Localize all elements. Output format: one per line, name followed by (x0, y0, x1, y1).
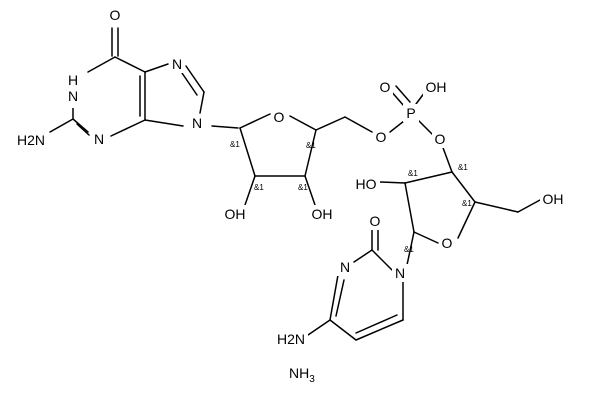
bond-oh (304, 175, 316, 206)
bond (315, 116, 346, 131)
bond-nh2 (307, 319, 331, 336)
bond (517, 199, 541, 213)
atom-oh-p: OH (426, 79, 447, 95)
bond (239, 113, 271, 129)
bond (389, 120, 405, 133)
atom-o-ring-left: O (274, 109, 285, 125)
atom-n3: N (94, 131, 104, 147)
bond (239, 127, 256, 177)
bond-double (76, 123, 90, 136)
bond (457, 201, 476, 239)
stereo-mark: &1 (458, 163, 468, 172)
atom-h-on-n1: H (68, 72, 78, 88)
atom-labels: O N H N H2N N N O OH OH O P O OH O HO O (14, 6, 566, 385)
bonds (49, 27, 541, 341)
bond-nh2 (49, 118, 74, 133)
stereo-mark: &1 (230, 140, 240, 149)
bond (441, 144, 453, 173)
bond (144, 63, 169, 73)
atom-o-ester: O (376, 129, 387, 145)
atom-oh-c3-left: OH (312, 206, 333, 222)
bond (329, 319, 357, 341)
bond (413, 231, 439, 244)
bond-glycosidic (211, 125, 239, 129)
bond-po-link (417, 119, 434, 136)
bond (451, 171, 476, 203)
atom-o-cytosine: O (370, 213, 381, 229)
stereo-mark: &1 (306, 141, 316, 150)
bond (110, 119, 146, 137)
bond (344, 116, 373, 133)
bond (185, 65, 205, 93)
bond-double (335, 279, 345, 317)
bond-double (181, 72, 198, 96)
bond (371, 249, 393, 271)
atom-phosphorus: P (406, 105, 415, 121)
ammonia-label: NH3 (289, 365, 315, 385)
stereo-mark: &1 (462, 199, 472, 208)
bond (72, 118, 89, 133)
bond (199, 91, 205, 114)
stereo-marks: &1 &1 &1 &1 &1 &1 &1 &1 (230, 140, 472, 254)
bond (144, 119, 184, 127)
bond (355, 319, 404, 341)
atom-o-phosphate-link: O (435, 131, 446, 147)
bond (304, 129, 317, 177)
stereo-mark: &1 (298, 183, 308, 192)
bond (329, 274, 339, 321)
atom-n1-cytosine: N (395, 265, 405, 281)
bond-glycosidic (406, 231, 415, 266)
atom-n7: N (172, 56, 182, 72)
bond-double (355, 314, 398, 334)
atom-oh-c2-left: OH (225, 206, 246, 222)
atom-oh-c5-right: OH (543, 191, 564, 207)
atom-n1: N (68, 88, 78, 104)
bond (404, 182, 415, 233)
bond (404, 171, 453, 184)
bond (289, 115, 317, 131)
bond (353, 249, 373, 263)
atom-ho-c2-right: HO (356, 176, 377, 192)
stereo-mark: &1 (404, 245, 414, 254)
atom-o-double-p: O (380, 79, 391, 95)
atom-nh2-cytosine: H2N (277, 331, 305, 347)
bond (114, 56, 146, 73)
bond (87, 56, 116, 73)
atom-o-carbonyl: O (110, 7, 121, 23)
bond-oh (244, 175, 256, 206)
atom-n3-cytosine: N (340, 259, 350, 275)
atom-nh2-guanine: H2N (17, 132, 45, 148)
bond (474, 201, 519, 213)
bond (379, 181, 406, 184)
stereo-mark: &1 (408, 169, 418, 178)
bond-po-double-b (395, 85, 411, 103)
stereo-mark: &1 (254, 183, 264, 192)
atom-n9: N (192, 115, 202, 131)
atom-o-ring-right: O (442, 235, 453, 251)
